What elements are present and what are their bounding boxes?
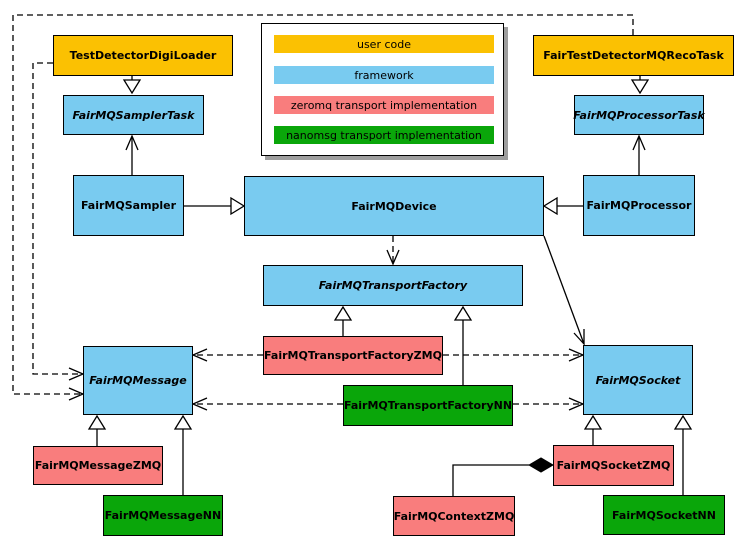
legend: user code framework zeromq transport imp… bbox=[261, 23, 504, 156]
legend-item-zeromq-transport: zeromq transport implementation bbox=[274, 96, 494, 114]
edge-gen-fairmqtransportfactoryzmq-fairmqtransportfactory bbox=[333, 305, 353, 336]
edge-gen-fairmqmessagezmq-fairmqmessage bbox=[87, 414, 107, 446]
edge-dep-fairmqtransportfactoryzmq-fairmqmessage bbox=[191, 348, 263, 362]
edge-gen-fairmqprocessor-fairmqdevice bbox=[542, 196, 583, 216]
edge-gen-fairmqsocketzmq-fairmqsocket bbox=[583, 414, 603, 445]
edge-dep-fairmqtransportfactorynn-fairmqsocket bbox=[513, 397, 585, 411]
class-fairmq-message-nn: FairMQMessageNN bbox=[103, 495, 223, 536]
class-fairmq-sampler-task: FairMQSamplerTask bbox=[63, 95, 204, 135]
class-fairmq-transport-factory-zmq: FairMQTransportFactoryZMQ bbox=[263, 336, 443, 375]
class-fairmq-processor-task: FairMQProcessorTask bbox=[573, 95, 705, 135]
edge-dep-fairmqtransportfactoryzmq-fairmqsocket bbox=[443, 348, 585, 362]
edge-gen-fairmqsocketnn-fairmqsocket bbox=[673, 414, 693, 495]
class-fair-test-detector-mq-reco-task: FairTestDetectorMQRecoTask bbox=[533, 35, 734, 76]
edge-gen-fairmqmessagenn-fairmqmessage bbox=[173, 414, 193, 495]
class-fairmq-socket: FairMQSocket bbox=[583, 345, 693, 415]
class-fairmq-transport-factory: FairMQTransportFactory bbox=[263, 265, 523, 306]
edge-gen-fairmqtransportfactorynn-fairmqtransportfactory bbox=[453, 305, 473, 385]
class-test-detector-digi-loader: TestDetectorDigiLoader bbox=[53, 35, 233, 76]
edge-assoc-fairmqsampler-fairmqsamplertask bbox=[125, 134, 139, 175]
legend-item-framework: framework bbox=[274, 66, 494, 84]
edge-gen-fairtestdetectormqrecotask-fairmqprocessortask bbox=[630, 76, 650, 95]
class-fairmq-processor: FairMQProcessor bbox=[583, 175, 695, 236]
edge-dep-fairmqdevice-fairmqtransportfactory bbox=[386, 236, 400, 266]
edge-gen-fairmqsampler-fairmqdevice bbox=[184, 196, 246, 216]
edge-gen-testdetectordigiloader-fairmqsamplertask bbox=[122, 76, 142, 95]
legend-item-nanomsg-transport: nanomsg transport implementation bbox=[274, 126, 494, 144]
class-fairmq-transport-factory-nn: FairMQTransportFactoryNN bbox=[343, 385, 513, 426]
class-fairmq-message: FairMQMessage bbox=[83, 346, 193, 415]
class-fairmq-socket-nn: FairMQSocketNN bbox=[603, 495, 725, 535]
edge-assoc-fairmqprocessor-fairmqprocessortask bbox=[632, 134, 646, 175]
edge-dep-fairmqtransportfactorynn-fairmqmessage bbox=[191, 397, 343, 411]
edge-comp-fairmqcontextzmq-fairmqsocketzmq bbox=[452, 457, 554, 496]
class-fairmq-device: FairMQDevice bbox=[244, 176, 544, 236]
edge-assoc-fairmqdevice-fairmqsocket bbox=[543, 235, 585, 346]
class-fairmq-sampler: FairMQSampler bbox=[73, 175, 184, 236]
class-fairmq-context-zmq: FairMQContextZMQ bbox=[393, 496, 515, 536]
class-fairmq-socket-zmq: FairMQSocketZMQ bbox=[553, 445, 674, 486]
legend-item-user-code: user code bbox=[274, 35, 494, 53]
class-fairmq-message-zmq: FairMQMessageZMQ bbox=[33, 446, 163, 485]
